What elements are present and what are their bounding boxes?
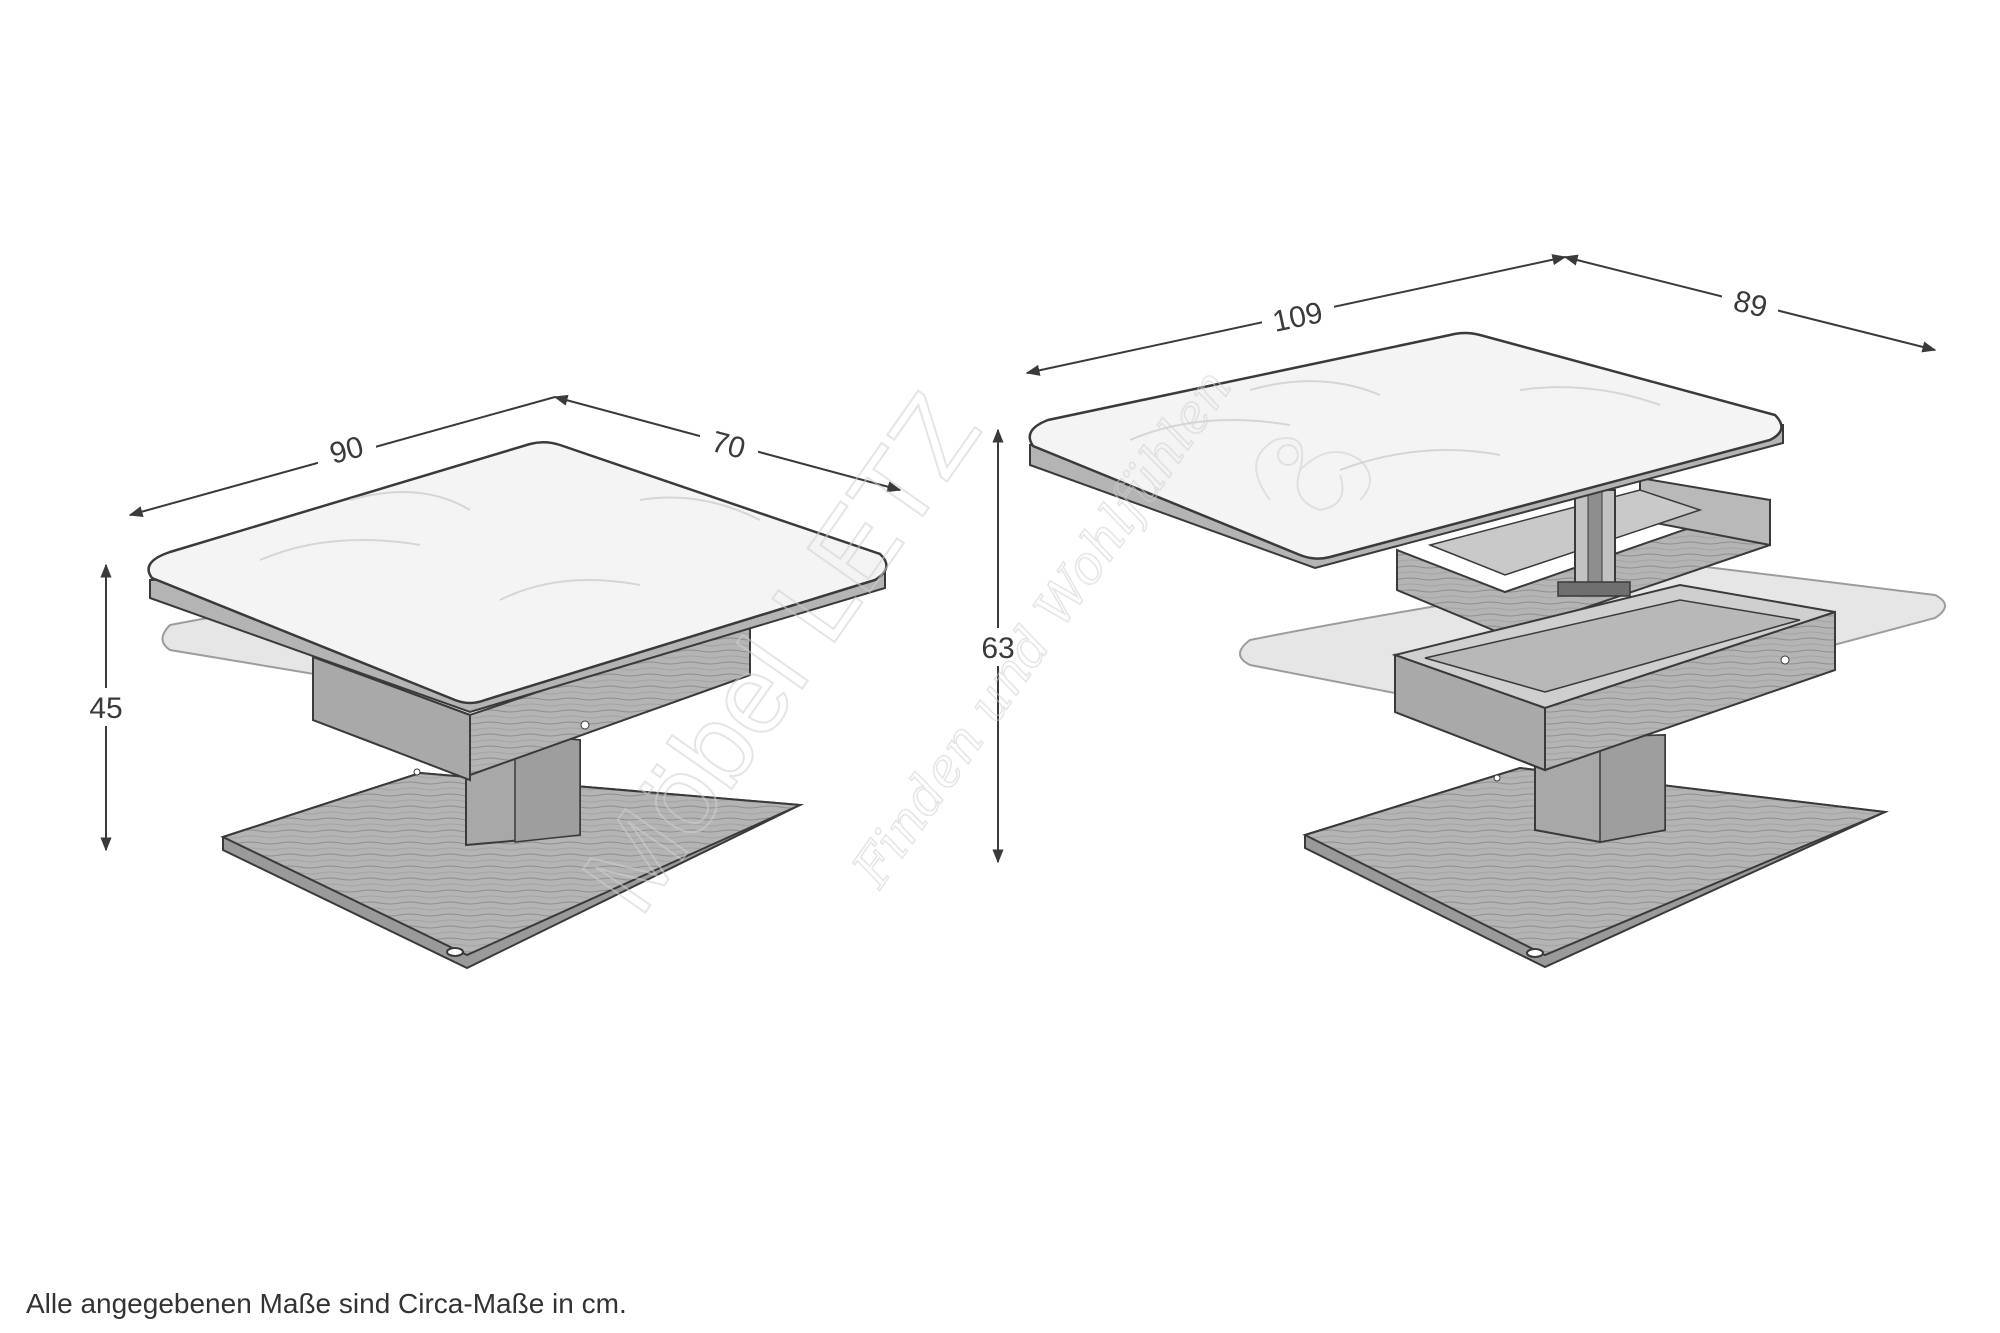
open-table: 109 89 63	[974, 254, 1946, 969]
open-lift-mechanism	[1557, 489, 1631, 597]
closed-height-label: 45	[89, 692, 122, 725]
open-front-drawer	[1391, 583, 1836, 772]
closed-table: 90 70 45	[82, 394, 902, 970]
closed-marble-top	[147, 441, 888, 714]
open-depth-label: 89	[1730, 284, 1770, 324]
open-marble-top	[1028, 331, 1784, 570]
footnote: Alle angegebenen Maße sind Circa-Maße in…	[26, 1288, 627, 1319]
open-base-plate	[1302, 766, 1889, 969]
open-height-label: 63	[981, 632, 1014, 665]
watermark-ornament-icon	[1255, 437, 1371, 512]
closed-base-plate	[220, 768, 804, 970]
